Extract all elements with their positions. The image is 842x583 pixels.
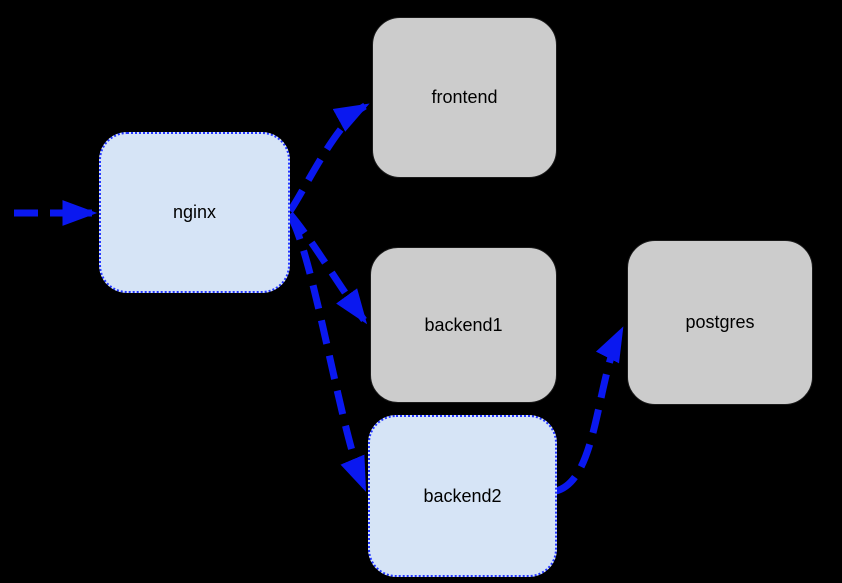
- node-nginx: nginx: [99, 132, 290, 293]
- node-backend1-label: backend1: [424, 314, 503, 335]
- node-frontend-label: frontend: [431, 87, 498, 107]
- node-postgres: postgres: [627, 240, 813, 405]
- edge-backend2-to-nginx-reverse-placeholder: [287, 215, 368, 492]
- node-backend1: backend1: [370, 247, 557, 403]
- edge-backend2-to-postgres: [554, 326, 625, 495]
- node-frontend: frontend: [372, 17, 557, 178]
- node-backend2: backend2: [368, 415, 557, 577]
- node-postgres-label: postgres: [685, 312, 755, 332]
- node-backend2-label: backend2: [423, 485, 502, 506]
- node-nginx-label: nginx: [172, 202, 217, 222]
- edge-nginx-to-backend1: [287, 211, 368, 325]
- edge-nginx-to-frontend: [287, 102, 370, 214]
